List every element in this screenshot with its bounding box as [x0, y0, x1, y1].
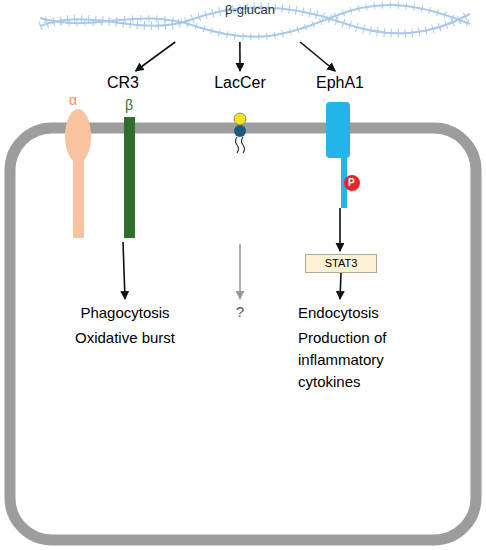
ligand-fiber: β-glucan [30, 2, 470, 42]
node-text: CR3 [60, 74, 186, 92]
node-text: LacCer [200, 74, 280, 92]
lactosylceramide [234, 113, 246, 153]
receptor-label: LacCer [200, 74, 280, 244]
arrow-connector [239, 244, 241, 299]
node-text: ? [228, 302, 252, 322]
subunit-label: α [69, 92, 77, 108]
cr3-receptor [65, 109, 135, 238]
receptor-label: CR3 [60, 74, 186, 242]
subunit-label: β [125, 97, 133, 113]
signal-box: STAT3 [305, 254, 377, 273]
outcome-text: PhagocytosisOxidative burst [60, 302, 190, 352]
node-text: EphA1 [300, 74, 380, 92]
arrow-connector [123, 242, 125, 299]
node-text: Oxidative burst [60, 327, 190, 349]
node-text: Production of inflammatory cytokines [298, 327, 448, 393]
arrow-connector [340, 273, 341, 299]
receptor-label: EphA1 [300, 74, 380, 208]
node-text: STAT3 [306, 255, 376, 272]
epha1-receptor [326, 102, 360, 208]
phospho-mark: P [348, 177, 355, 188]
arrow-connector [339, 208, 341, 251]
unknown-outcome: ? [228, 302, 252, 324]
node-text: β-glucan [30, 2, 470, 18]
cell-membrane [10, 128, 476, 540]
arrow-connector [239, 42, 241, 71]
arrow-connector [136, 42, 176, 71]
node-text: Endocytosis [298, 302, 448, 324]
arrow-connector [300, 42, 335, 71]
outcome-text: EndocytosisProduction of inflammatory cy… [298, 302, 448, 394]
node-text: Phagocytosis [60, 302, 190, 324]
